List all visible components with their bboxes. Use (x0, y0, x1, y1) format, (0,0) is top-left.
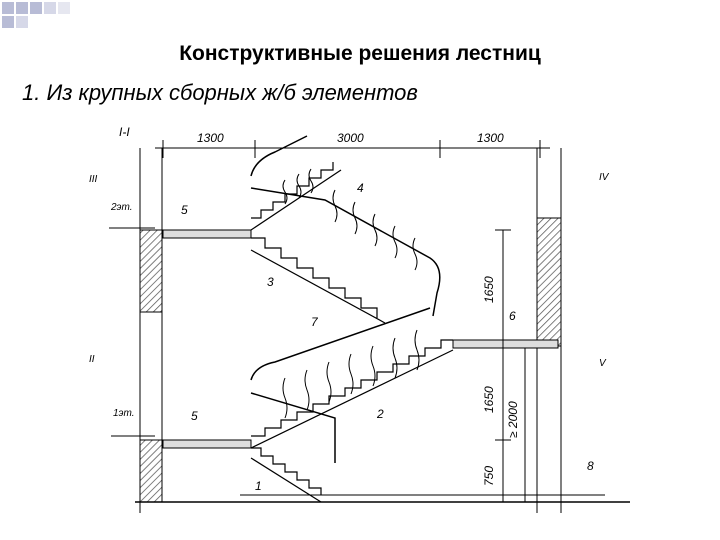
lower-landing-slab (162, 439, 252, 449)
dim-top-middle: 3000 (337, 131, 364, 145)
level-mark-ii: II (89, 354, 95, 365)
section-label: I-I (119, 125, 130, 139)
upper-flight-stairs (250, 162, 342, 231)
level-mark-iv: IV (599, 172, 610, 183)
slide-title: Конструктивные решения лестниц (179, 42, 541, 65)
dim-top-left: 1300 (197, 131, 224, 145)
left-wall-lower (139, 439, 163, 503)
callout-8: 8 (587, 459, 594, 473)
dim-vertical-bottom: 750 (482, 466, 496, 486)
dim-vertical-upper: 1650 (482, 276, 496, 303)
vertical-dimension-line (495, 229, 526, 502)
upper-landing-slab (162, 229, 252, 239)
callout-6: 6 (509, 309, 516, 323)
right-wall (536, 217, 562, 347)
balusters (282, 168, 420, 419)
staircase-section-drawing: I-I 1300 3000 1300 (89, 125, 630, 513)
dim-vertical-total: ≥ 2000 (506, 401, 520, 438)
left-wall-upper (139, 229, 163, 313)
dim-top-right: 1300 (477, 131, 504, 145)
dim-vertical-lower: 1650 (482, 386, 496, 413)
slide-subtitle: 1. Из крупных сборных ж/б элементов (22, 80, 418, 105)
callout-2: 2 (376, 407, 384, 421)
middle-flight-stairs (250, 237, 386, 324)
top-dimension-line (155, 140, 550, 158)
middle-landing-slab (452, 339, 559, 349)
decorative-squares (2, 2, 70, 28)
callout-5-lower: 5 (191, 409, 198, 423)
callout-4: 4 (357, 181, 364, 195)
handrails (250, 135, 441, 463)
callout-3: 3 (267, 275, 274, 289)
level-mark-1st-floor: 1эт. (113, 408, 134, 419)
flight-2-stairs (250, 339, 454, 449)
flight-1-stairs (250, 447, 322, 503)
level-mark-2nd-floor: 2эт. (110, 202, 132, 213)
callout-1: 1 (255, 479, 262, 493)
level-mark-iii: III (89, 174, 98, 185)
level-mark-v: V (599, 358, 607, 369)
callout-5-upper: 5 (181, 203, 188, 217)
callout-7: 7 (311, 315, 319, 329)
